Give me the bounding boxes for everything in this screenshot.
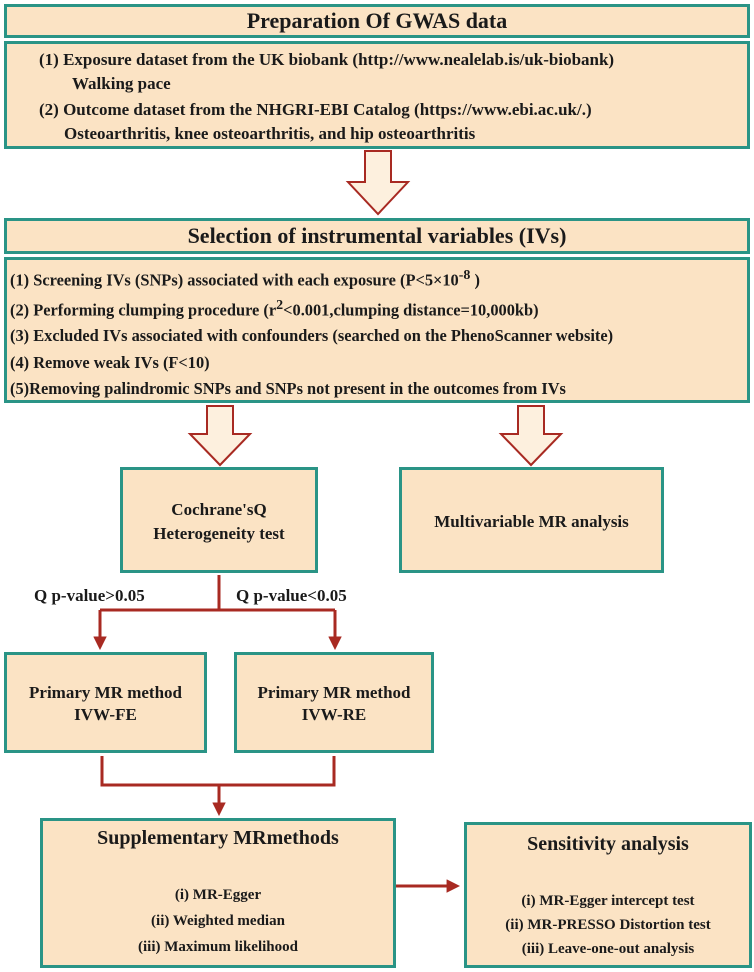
prep-line-3: (2) Outcome dataset from the NHGRI-EBI C… — [39, 100, 592, 119]
ivwfe-box: Primary MR method IVW-FE — [4, 652, 207, 753]
selection-item-5: (5)Removing palindromic SNPs and SNPs no… — [10, 379, 566, 398]
prep-content-box: (1) Exposure dataset from the UK biobank… — [4, 41, 750, 149]
supplementary-box: Supplementary MRmethods (i) MR-Egger (ii… — [40, 818, 396, 968]
supplementary-item-1: (i) MR-Egger — [174, 887, 262, 903]
prep-line-1: (1) Exposure dataset from the UK biobank… — [39, 50, 615, 69]
ivwfe-line-1: Primary MR method — [29, 683, 182, 702]
selection-item-2-text: (2) Performing clumping procedure (r — [10, 300, 277, 320]
sensitivity-item-1: (i) MR-Egger intercept test — [521, 893, 695, 909]
selection-item-2-exponent: 2 — [276, 298, 284, 313]
multivariable-label: Multivariable MR analysis — [434, 512, 629, 531]
sensitivity-title: Sensitivity analysis — [527, 833, 689, 855]
selection-item-1: (1) Screening IVs (SNPs) associated with… — [10, 268, 480, 290]
block-arrow-selection-to-multivariable — [498, 405, 564, 467]
cochrane-box: Cochrane'sQ Heterogeneity test — [120, 467, 318, 573]
ivwre-line-2: IVW-RE — [301, 705, 367, 724]
selection-content-box: (1) Screening IVs (SNPs) associated with… — [4, 257, 750, 403]
connector-primary-merge — [100, 756, 336, 787]
ivwfe-line-2: IVW-FE — [74, 705, 137, 724]
selection-title-box: Selection of instrumental variables (IVs… — [4, 218, 750, 254]
cochrane-line-1: Cochrane'sQ — [171, 500, 267, 519]
selection-item-2-rest: <0.001,clumping distance=10,000kb) — [283, 300, 539, 320]
selection-item-1-exponent: -8 — [458, 268, 471, 283]
selection-item-2: (2) Performing clumping procedure (r2<0.… — [10, 298, 539, 320]
sensitivity-item-3: (iii) Leave-one-out analysis — [521, 941, 695, 957]
sensitivity-item-2: (ii) MR-PRESSO Distortion test — [505, 917, 711, 933]
supplementary-item-3: (iii) Maximum likelihood — [137, 939, 298, 955]
supplementary-title: Supplementary MRmethods — [97, 827, 339, 849]
supplementary-item-2: (ii) Weighted median — [151, 913, 285, 929]
ivwre-line-1: Primary MR method — [257, 683, 411, 702]
cochrane-line-2: Heterogeneity test — [153, 524, 285, 543]
prep-title: Preparation Of GWAS data — [246, 8, 508, 33]
prep-title-box: Preparation Of GWAS data — [4, 4, 750, 38]
selection-item-1-close: ) — [470, 270, 480, 290]
selection-item-1-text: (1) Screening IVs (SNPs) associated with… — [10, 270, 459, 290]
edge-label-q-less: Q p-value<0.05 — [236, 586, 347, 605]
selection-item-4: (4) Remove weak IVs (F<10) — [10, 353, 210, 372]
selection-item-3: (3) Excluded IVs associated with confoun… — [10, 326, 614, 345]
prep-line-2: Walking pace — [72, 74, 171, 93]
sensitivity-box: Sensitivity analysis (i) MR-Egger interc… — [464, 822, 752, 968]
ivwre-box: Primary MR method IVW-RE — [234, 652, 434, 753]
edge-label-q-greater: Q p-value>0.05 — [34, 586, 145, 605]
multivariable-box: Multivariable MR analysis — [399, 467, 664, 573]
block-arrow-selection-to-cochrane — [187, 405, 253, 467]
selection-title: Selection of instrumental variables (IVs… — [187, 223, 567, 248]
prep-line-4: Osteoarthritis, knee osteoarthritis, and… — [64, 124, 476, 143]
block-arrow-prep-to-selection — [345, 150, 411, 216]
